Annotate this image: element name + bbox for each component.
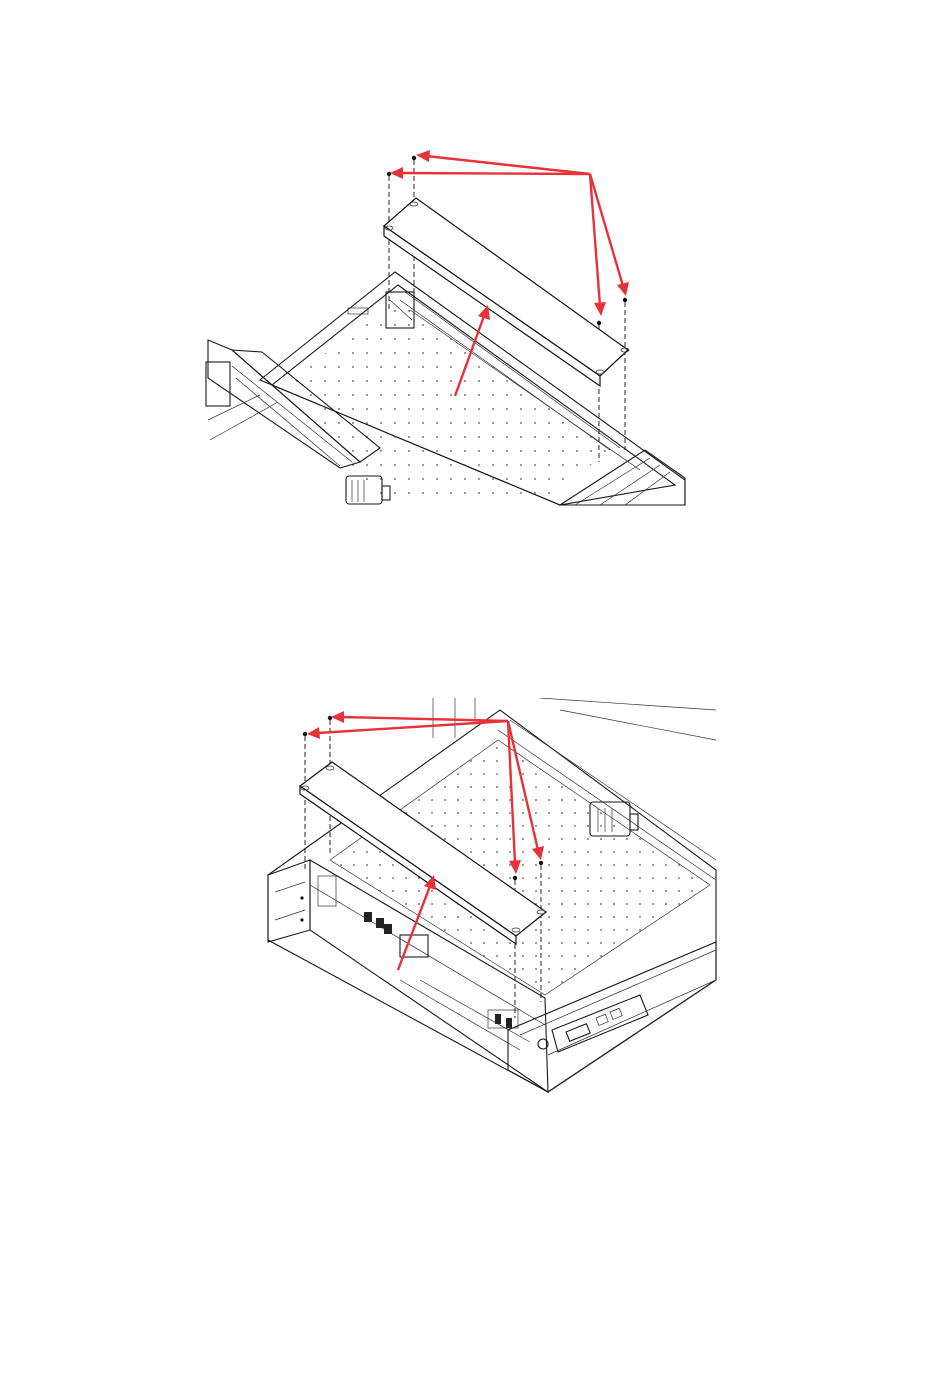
figure-top [0,0,950,560]
plotter-bed-bottom [268,698,716,1092]
callout-arrow-screw [318,721,508,733]
callout-arrow-screw [426,156,590,174]
plotter-bed-top [206,156,685,505]
connector-block [364,912,392,934]
figure-top-drawing [0,0,950,560]
callout-arrow-screw [400,173,590,174]
bed-surface [330,740,710,995]
callout-arrow-screw [342,717,508,721]
figure-bottom [0,680,950,1120]
figure-bottom-drawing [0,680,950,1120]
